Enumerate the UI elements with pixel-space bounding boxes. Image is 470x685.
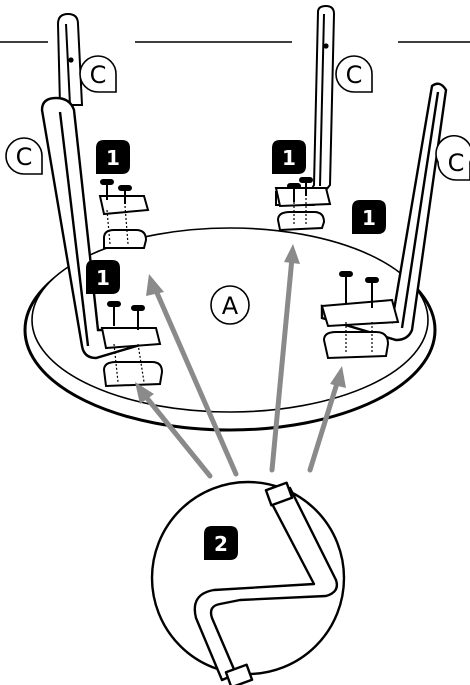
leg-label: C [448, 149, 465, 177]
leg-label: C [346, 61, 363, 89]
leg-label: C [90, 61, 107, 89]
step-number: 1 [96, 266, 110, 290]
allen-key-inset [150, 480, 346, 685]
step-badge-1-left: 1 [86, 260, 120, 294]
tabletop-label: A [210, 285, 250, 325]
step-badge-2: 2 [204, 526, 238, 560]
leg-back-center [275, 4, 336, 206]
leg-label-top-center: C [335, 55, 373, 93]
allen-key-icon [193, 481, 339, 685]
step-badge-1-top-left: 1 [96, 140, 130, 174]
tabletop-label-text: A [222, 292, 239, 320]
step-badge-1-top-center: 1 [272, 140, 306, 174]
step-number: 1 [362, 206, 376, 230]
tool-step-number: 2 [214, 532, 228, 556]
leg-front-right [320, 82, 448, 342]
leg-back-left [56, 12, 84, 106]
screw-icons [100, 177, 379, 330]
leg-label-left: C [5, 137, 43, 175]
leg-label-right: C [435, 135, 470, 181]
step-number: 1 [282, 146, 296, 170]
tool-arrows [135, 244, 346, 479]
leg-label: C [16, 143, 33, 171]
step-number: 1 [106, 146, 120, 170]
dashed-guides [106, 198, 373, 383]
leg-label-top-left: C [79, 55, 117, 93]
step-badge-1-right: 1 [352, 200, 386, 234]
leg-front-left [40, 96, 152, 360]
